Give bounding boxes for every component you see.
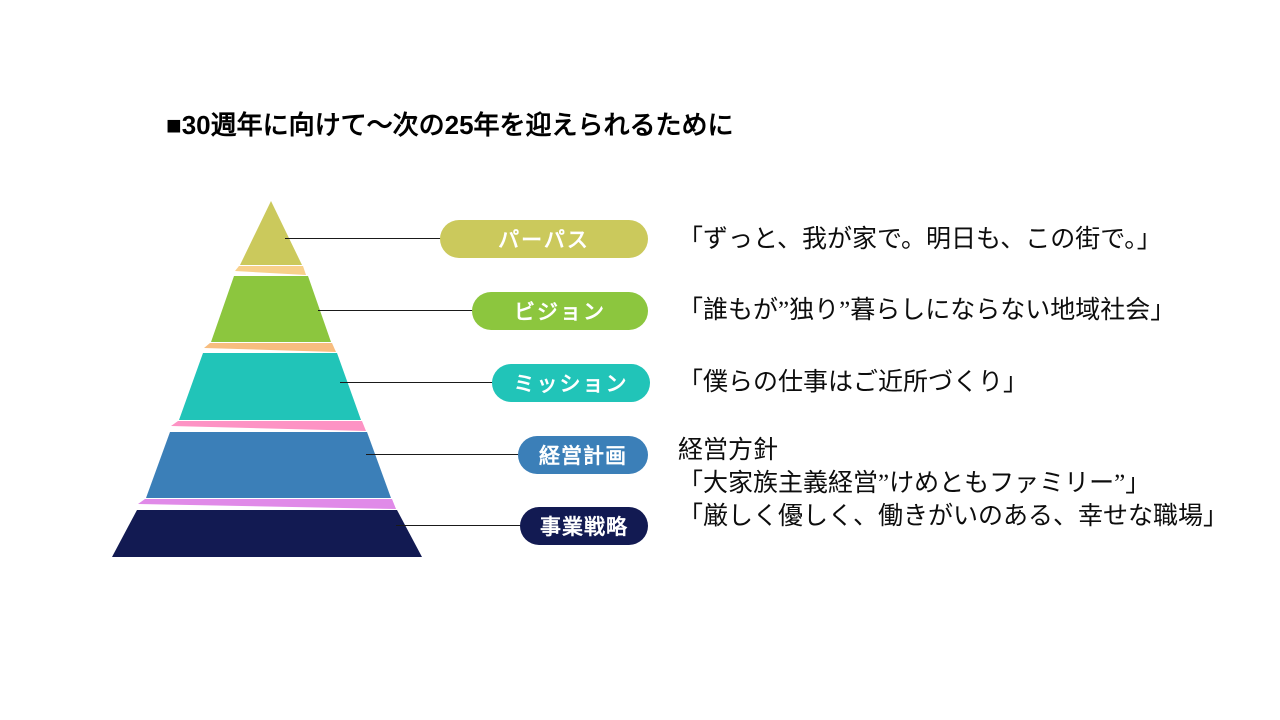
- pyramid-label-management-plan-text: 経営計画: [539, 445, 627, 468]
- connector-vision: [318, 310, 478, 311]
- pyramid-label-purpose[interactable]: パーパス: [440, 220, 648, 258]
- connector-mission: [340, 382, 498, 383]
- statement-purpose: 「ずっと、我が家で。明日も、この街で。」: [678, 226, 1162, 253]
- connector-management-plan: [366, 454, 524, 455]
- pyramid-tier-purpose: [240, 201, 302, 265]
- pyramid-label-business-strategy[interactable]: 事業戦略: [520, 507, 648, 545]
- pyramid-label-vision-text: ビジョン: [514, 301, 606, 324]
- pyramid-tier-management-plan: [146, 432, 391, 498]
- connector-business-strategy: [396, 525, 526, 526]
- pyramid-label-mission[interactable]: ミッション: [492, 364, 650, 402]
- pyramid-label-mission-text: ミッション: [513, 373, 629, 396]
- pyramid-label-management-plan[interactable]: 経営計画: [518, 436, 648, 474]
- pyramid-label-purpose-text: パーパス: [498, 229, 590, 252]
- pyramid-tier-vision: [211, 276, 331, 342]
- statement-plan-quote: 「大家族主義経営”けめともファミリー”」: [678, 470, 1151, 497]
- divider-purpose-vision: [235, 266, 306, 275]
- pyramid-tier-mission: [179, 353, 361, 420]
- statement-management-plan: 経営方針 「大家族主義経営”けめともファミリー”」 「厳しく優しく、働きがいのあ…: [678, 434, 1228, 533]
- statement-plan-heading: 経営方針: [678, 437, 779, 464]
- divider-mission-plan: [171, 421, 366, 431]
- pyramid-tier-business-strategy: [112, 510, 422, 557]
- statement-strategy-quote: 「厳しく優しく、働きがいのある、幸せな職場」: [678, 503, 1229, 530]
- pyramid-label-vision[interactable]: ビジョン: [472, 292, 648, 330]
- statement-mission: 「僕らの仕事はご近所づくり」: [678, 369, 1029, 396]
- connector-purpose: [285, 238, 447, 239]
- pyramid-diagram: [112, 201, 422, 557]
- pyramid-label-business-strategy-text: 事業戦略: [540, 516, 628, 539]
- divider-plan-strategy: [138, 499, 396, 509]
- divider-vision-mission: [204, 343, 336, 352]
- statement-vision: 「誰もが”独り”暮らしにならない地域社会」: [678, 297, 1176, 324]
- page-title: ■30週年に向けて～次の25年を迎えられるために: [166, 110, 734, 140]
